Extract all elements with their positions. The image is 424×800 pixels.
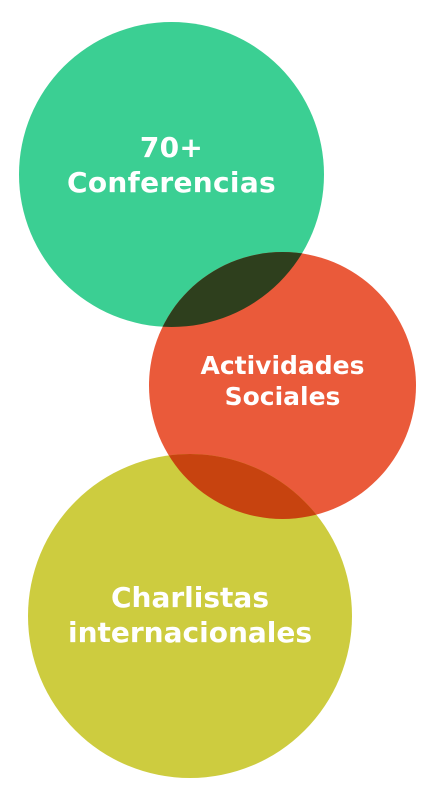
label-line: Actividades bbox=[200, 351, 365, 380]
label-charlistas-internacionales: Charlistas internacionales bbox=[28, 580, 352, 650]
label-line: Charlistas bbox=[111, 581, 269, 614]
label-line: 70+ bbox=[139, 131, 204, 164]
label-conferencias: 70+ Conferencias bbox=[19, 130, 324, 200]
label-line: internacionales bbox=[67, 616, 313, 649]
label-line: Conferencias bbox=[67, 166, 276, 199]
label-actividades-sociales: Actividades Sociales bbox=[149, 350, 416, 413]
label-line: Sociales bbox=[224, 382, 341, 412]
